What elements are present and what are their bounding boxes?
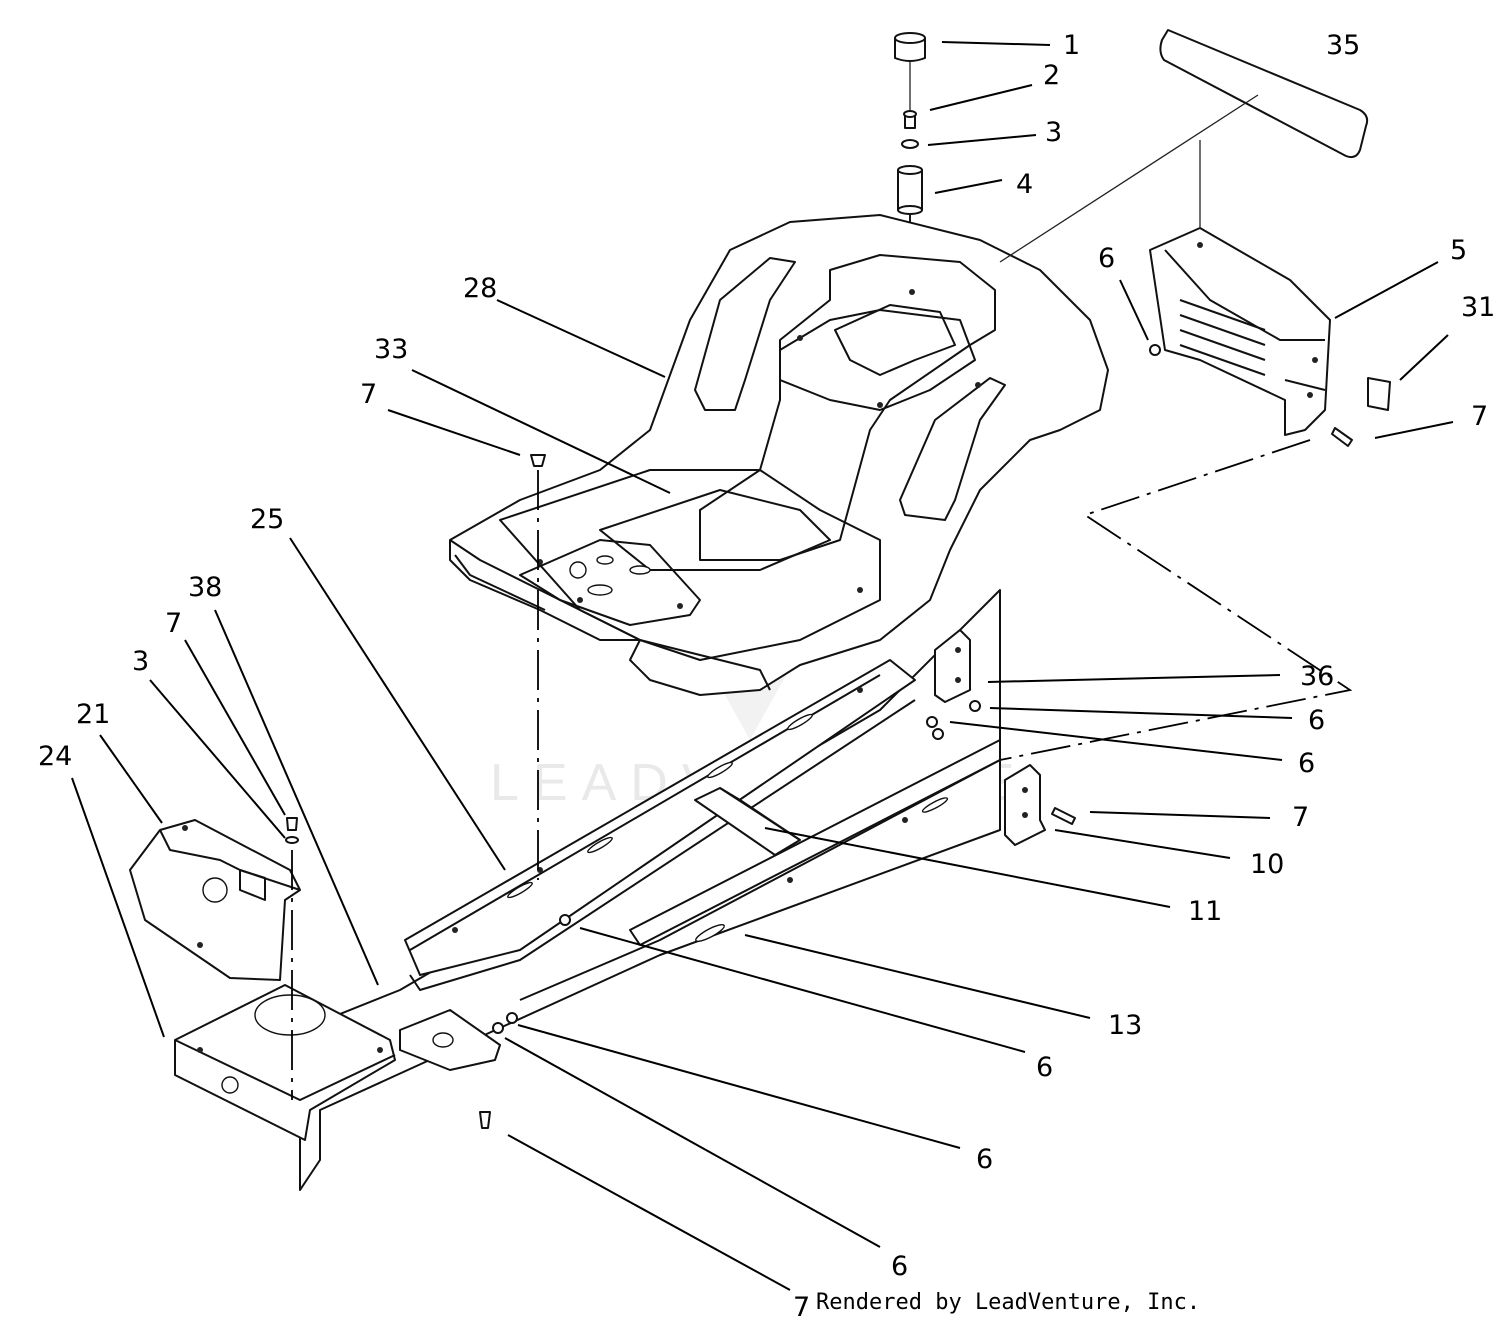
callout-6-a: 6 [1308, 705, 1325, 736]
part-13-frame-rail [299, 589, 1001, 1191]
part-28-fender [449, 214, 1109, 696]
callout-35: 35 [1326, 30, 1360, 61]
part-7-screw-right [1331, 427, 1353, 447]
guide-right [999, 439, 1353, 761]
part-35-decal [1159, 29, 1369, 159]
guide-35 [999, 94, 1259, 263]
callout-38: 38 [188, 572, 222, 603]
part-38-bracket [399, 1009, 501, 1071]
part-7-screw-top [530, 454, 546, 467]
part-6-nut-top [1149, 344, 1161, 356]
callout-6-d: 6 [976, 1144, 993, 1175]
callout-31: 31 [1461, 292, 1495, 323]
part-6-nut-center [559, 914, 571, 926]
part-7-bolt-right [1051, 807, 1076, 825]
callout-6-top: 6 [1098, 243, 1115, 274]
callout-11: 11 [1188, 896, 1222, 927]
callout-10: 10 [1250, 849, 1284, 880]
callout-24: 24 [38, 741, 72, 772]
part-6-nuts-right [926, 700, 981, 740]
callout-33: 33 [374, 334, 408, 365]
part-3-washer [901, 139, 919, 149]
credit-text: Rendered by LeadVenture, Inc. [816, 1290, 1200, 1315]
callout-3: 3 [1045, 117, 1062, 148]
callout-labels: 1 2 3 4 35 6 5 31 7 28 33 7 25 38 7 3 21… [38, 30, 1495, 1323]
part-1-cap [894, 32, 926, 62]
callout-7-b: 7 [1292, 802, 1309, 833]
callout-6-e: 6 [891, 1251, 908, 1282]
callout-6-c: 6 [1036, 1052, 1053, 1083]
callout-1: 1 [1063, 30, 1080, 61]
callout-5: 5 [1450, 235, 1467, 266]
part-21-housing [129, 819, 301, 981]
part-7-screw-lower [479, 1111, 491, 1129]
callout-28: 28 [463, 273, 497, 304]
part-4-spacer [897, 165, 923, 215]
part-11-crossmember [694, 787, 801, 856]
callout-7-top: 7 [360, 379, 377, 410]
part-36-bracket [934, 629, 971, 703]
callout-6-b: 6 [1298, 748, 1315, 779]
callout-4: 4 [1016, 169, 1033, 200]
callout-7-left: 7 [165, 608, 182, 639]
callout-36: 36 [1300, 661, 1334, 692]
callout-3-left: 3 [132, 646, 149, 677]
callout-21: 21 [76, 699, 110, 730]
part-6-nuts-lower [492, 1012, 518, 1034]
part-7-screw-left [286, 817, 298, 831]
part-10-bracket [1004, 764, 1046, 846]
part-31-label [1367, 377, 1391, 411]
callout-25: 25 [250, 504, 284, 535]
part-24-plate [174, 984, 396, 1141]
leader-lines [71, 41, 1454, 1291]
callout-2: 2 [1043, 60, 1060, 91]
part-25-right-rail [519, 739, 1001, 1001]
part-5-bracket [1149, 227, 1331, 436]
callout-13: 13 [1108, 1010, 1142, 1041]
callout-7-bottom: 7 [793, 1292, 810, 1323]
part-3-washer-left [285, 836, 299, 844]
callout-7-right: 7 [1471, 401, 1488, 432]
part-2-screw [903, 110, 917, 129]
